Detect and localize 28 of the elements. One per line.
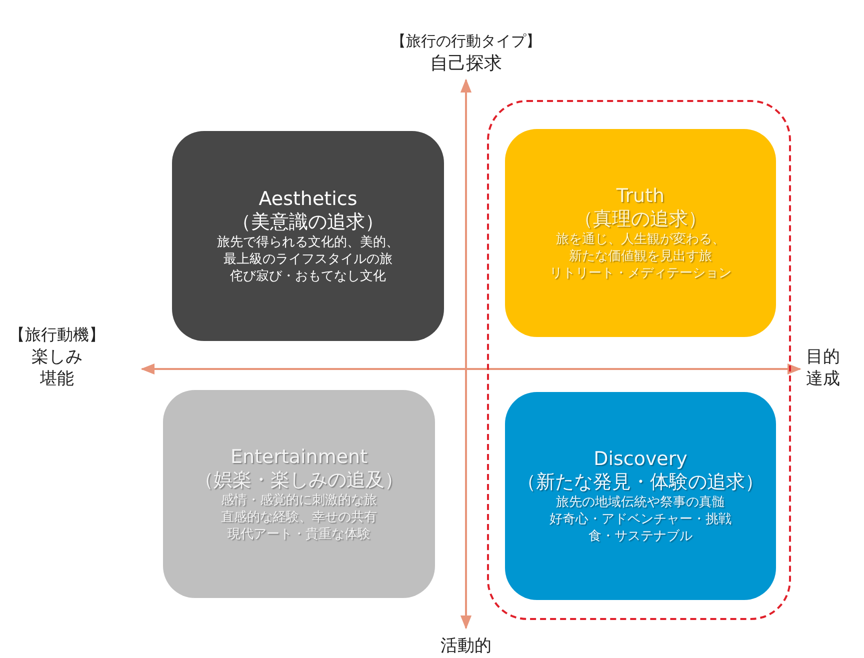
quadrant-description: 旅先の地域伝統や祭事の真髄 bbox=[556, 494, 725, 510]
axis-label: 楽しみ堪能 bbox=[30, 346, 84, 390]
axis-label: 活動的 bbox=[440, 635, 492, 658]
axis-label: 【旅行の行動タイプ】 bbox=[390, 31, 542, 52]
quadrant-subtitle: （真理の追求） bbox=[574, 208, 707, 230]
quadrant-box bbox=[163, 390, 435, 598]
quadrant-title: Aesthetics bbox=[258, 188, 358, 210]
axis-label: 自己探求 bbox=[429, 52, 503, 76]
quadrant-title: Entertainment bbox=[230, 446, 368, 468]
quadrant-box bbox=[505, 129, 776, 337]
quadrant-description: 食・サステナブル bbox=[588, 528, 692, 544]
quadrant-subtitle: （美意識の追求） bbox=[232, 210, 384, 234]
axis-label: 目的達成 bbox=[806, 346, 841, 390]
quadrant-title: Truth bbox=[616, 184, 665, 208]
quadrant-subtitle: （娯楽・楽しみの追及） bbox=[194, 468, 404, 492]
quadrant-description: 最上級のライフスタイルの旅 bbox=[224, 250, 392, 268]
quadrant-description: リトリート・メディテーション bbox=[550, 264, 732, 282]
quadrant-box bbox=[505, 392, 776, 600]
quadrant-description: 旅先で得られる文化的、美的、 bbox=[217, 234, 399, 250]
dashed-group-outline bbox=[487, 100, 791, 620]
quadrant-title: Discovery bbox=[594, 448, 688, 470]
quadrant-box bbox=[172, 131, 444, 341]
quadrant-description: 侘び寂び・おもてなし文化 bbox=[230, 268, 386, 284]
quadrant-description: 新たな価値観を見出す旅 bbox=[569, 248, 712, 264]
quadrant-description: 好奇心・アドベンチャー・挑戦 bbox=[550, 510, 732, 528]
axis-label: 【旅行動機】 bbox=[8, 324, 106, 346]
quadrant-description: 旅を通じ、人生観が変わる、 bbox=[556, 230, 725, 248]
quadrant-subtitle: （新たな発見・体験の追求） bbox=[517, 470, 764, 494]
